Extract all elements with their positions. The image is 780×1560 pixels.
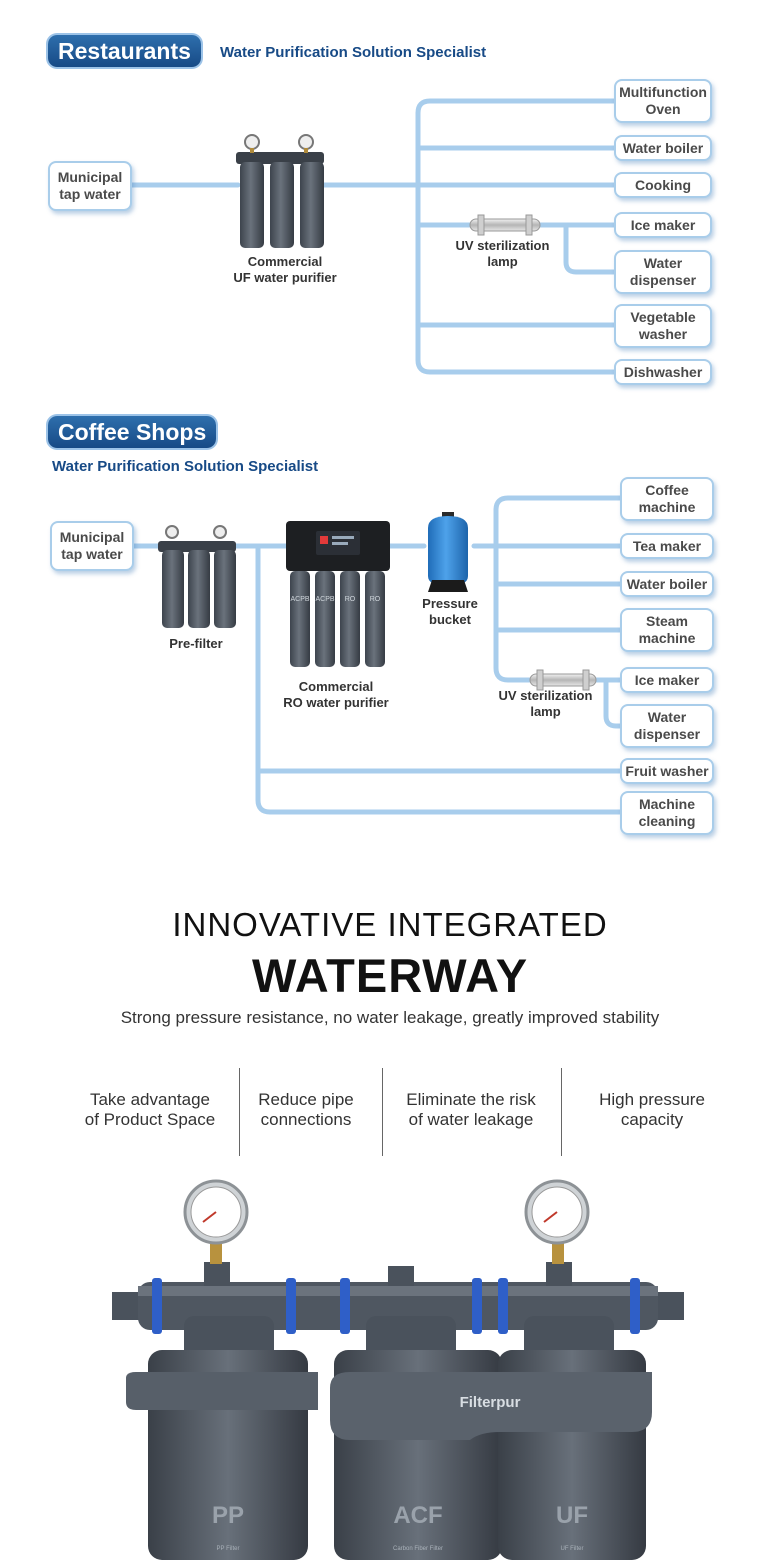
- output-dishwasher: Dishwasher: [614, 359, 712, 385]
- output-fruit-washer: Fruit washer: [620, 758, 714, 784]
- feature-divider-3: [561, 1068, 562, 1156]
- coffee-pipes: [129, 495, 625, 815]
- brand-logo: Filterpur: [459, 1394, 521, 1411]
- ro-filter-label-4: RO: [369, 596, 381, 603]
- coffee-tagline: Water Purification Solution Specialist: [52, 458, 319, 475]
- ro-filter-label-3: RO: [344, 596, 356, 603]
- filter-label-uf: UF: [556, 1502, 588, 1529]
- uf-purifier-graphic: [236, 134, 324, 248]
- feature-title-line1: INNOVATIVE INTEGRATED: [172, 906, 608, 943]
- output-tea-maker: Tea maker: [620, 533, 714, 559]
- ro-purifier-graphic: [286, 521, 390, 667]
- feature-divider-1: [239, 1068, 240, 1156]
- feature-subtitle: Strong pressure resistance, no water lea…: [120, 1008, 660, 1027]
- output-ice-maker: Ice maker: [614, 212, 712, 238]
- restaurants-badge: Restaurants: [48, 35, 201, 67]
- uv-lamp-graphic-coffee: [529, 669, 597, 691]
- prefilter-graphic: [158, 525, 236, 628]
- prefilter-label: Pre-filter: [169, 636, 223, 651]
- pressure-tank-graphic: [428, 512, 468, 592]
- output-water-boiler: Water boiler: [614, 135, 712, 161]
- output-cooking: Cooking: [614, 172, 712, 198]
- filter-caption-uf: UF Filter: [560, 1546, 584, 1552]
- source-line-2: tap water: [59, 186, 121, 202]
- source-line-1: Municipal: [57, 169, 123, 185]
- filter-caption-pp: PP Filter: [216, 1546, 240, 1552]
- restaurant-pipes: [127, 98, 619, 375]
- restaurants-tagline: Water Purification Solution Specialist: [220, 44, 487, 61]
- output-coffee-ice-maker: Ice maker: [620, 667, 714, 693]
- coffee-badge: Coffee Shops: [48, 416, 217, 448]
- integrated-waterway-product: [112, 1179, 684, 1560]
- filter-label-acf: ACF: [393, 1502, 443, 1529]
- feature-title-line2: WATERWAY: [251, 949, 529, 1002]
- filter-caption-acf: Carbon Fiber Filter: [392, 1546, 443, 1552]
- feature-divider-2: [382, 1068, 383, 1156]
- filter-label-pp: PP: [211, 1502, 244, 1529]
- output-coffee-water-boiler: Water boiler: [620, 571, 714, 597]
- uv-lamp-graphic-restaurant: [469, 214, 541, 236]
- ro-filter-label-1: ACPB: [290, 596, 310, 603]
- ro-filter-label-2: ACPB: [315, 596, 335, 603]
